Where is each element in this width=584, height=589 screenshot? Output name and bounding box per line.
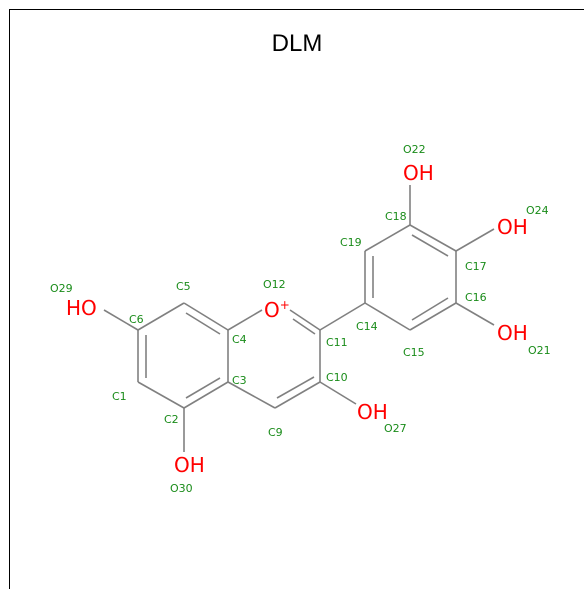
- bond-c2-c1: [137, 381, 185, 409]
- bond-c15-c14: [364, 302, 411, 331]
- atom-label-c1: C1: [112, 390, 127, 403]
- bond-c16-c15-inner: [411, 297, 449, 321]
- bond-c19-c18: [364, 224, 411, 252]
- bond-c17-o24: [455, 228, 495, 252]
- atom-label-c2: C2: [164, 413, 179, 426]
- atom-label-c16: C16: [465, 291, 487, 304]
- o24-hydroxyl-label: OH: [497, 215, 528, 239]
- bond-c16-c15: [409, 302, 457, 331]
- atom-label-o27: O27: [384, 422, 407, 435]
- bond-c5-c4: [183, 302, 229, 331]
- o29-hydroxyl-label: HO: [66, 296, 97, 320]
- atom-label-c11: C11: [326, 336, 348, 349]
- bond-c10-c9-inner: [276, 376, 315, 399]
- o30-hydroxyl-label: OH: [174, 453, 205, 477]
- atom-label-o21: O21: [528, 344, 551, 357]
- bond-o12-c11-inner: [292, 318, 316, 335]
- bond-c11-c14: [319, 302, 366, 331]
- atom-label-o30: O30: [170, 482, 193, 495]
- viewer-frame: [9, 9, 584, 589]
- bond-c18-c17-inner: [411, 234, 449, 257]
- bond-c4-o12: [227, 309, 263, 331]
- o12-oxonium-label: O+: [264, 298, 290, 322]
- bond-c6-o29: [103, 309, 139, 331]
- atom-label-o12: O12: [263, 278, 286, 291]
- atom-label-o29: O29: [50, 282, 73, 295]
- bonds: [103, 185, 495, 452]
- atom-label-c14: C14: [356, 320, 378, 333]
- atom-label-o22: O22: [403, 143, 426, 156]
- atom-label-c15: C15: [403, 346, 425, 359]
- atom-label-c9: C9: [268, 426, 283, 439]
- atom-label-c18: C18: [385, 210, 407, 223]
- bond-c10-c9: [274, 381, 321, 409]
- bond-c6-c5: [137, 302, 185, 331]
- bond-c18-c17: [409, 224, 457, 252]
- bond-c10-o27: [319, 381, 357, 405]
- atom-label-c5: C5: [176, 280, 191, 293]
- bond-c5-c4-inner: [185, 312, 221, 335]
- atom-label-c19: C19: [340, 236, 362, 249]
- atom-label-c10: C10: [326, 371, 348, 384]
- bond-o12-c11: [289, 309, 321, 331]
- bond-c9-c3: [227, 381, 276, 409]
- atom-label-c4: C4: [232, 333, 247, 346]
- molecule-title: DLM: [271, 30, 323, 57]
- o21-hydroxyl-label: OH: [497, 321, 528, 345]
- atom-label-o24: O24: [526, 204, 549, 217]
- atom-label-c17: C17: [465, 260, 487, 273]
- atom-label-c3: C3: [232, 374, 247, 387]
- bond-c16-o21: [455, 302, 495, 326]
- bond-c3-c2-inner: [185, 377, 221, 399]
- o22-hydroxyl-label: OH: [403, 161, 434, 185]
- bond-c3-c2: [183, 381, 229, 409]
- o27-hydroxyl-label: OH: [357, 400, 388, 424]
- atom-label-c6: C6: [129, 313, 144, 326]
